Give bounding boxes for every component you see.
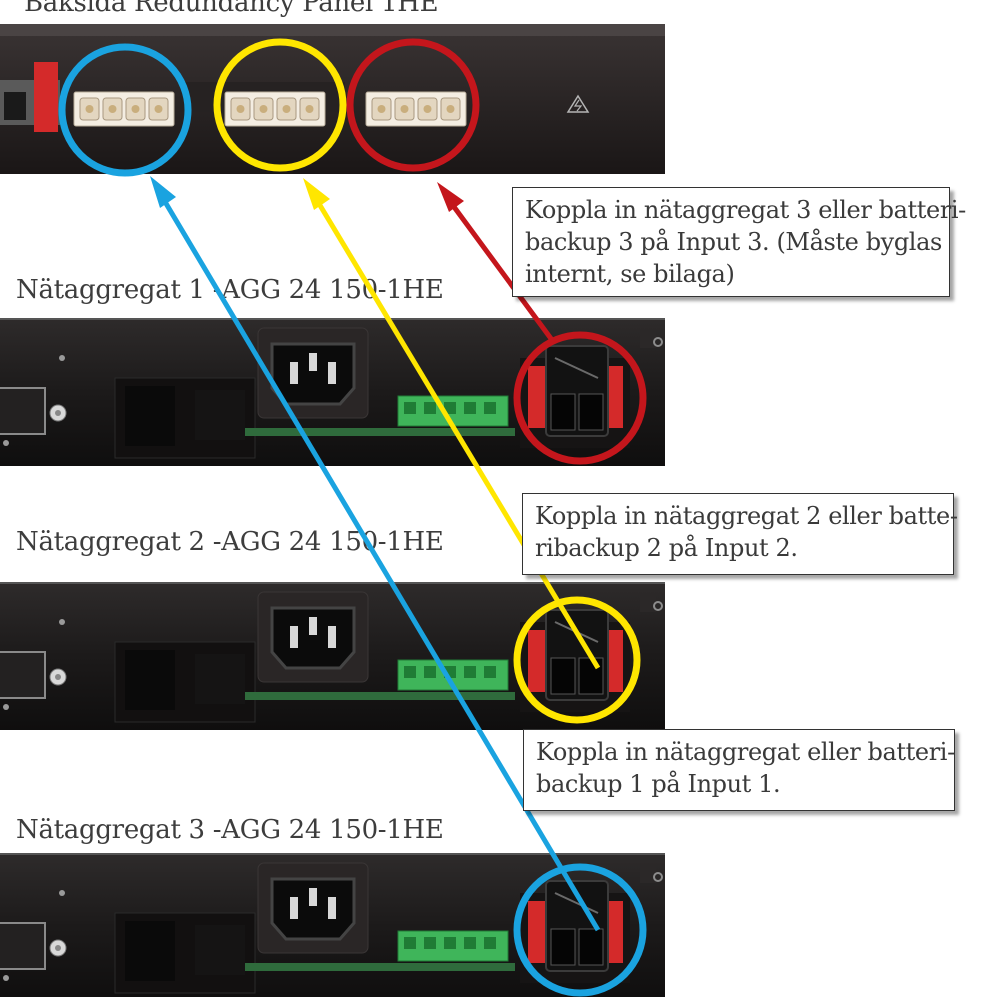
input2-wire xyxy=(309,190,601,670)
psu3-output-circle xyxy=(513,863,647,997)
callout-input1-line: backup 1 på Input 1. xyxy=(536,770,781,798)
panel-input1-circle xyxy=(58,43,192,177)
input2-arrowhead xyxy=(303,178,330,210)
panel-title: Baksida Redundancy Panel 1HE xyxy=(24,0,439,18)
callout-input3-line: backup 3 på Input 3. (Måste byglas xyxy=(525,228,942,256)
psu2-output-circle xyxy=(513,596,641,724)
redundancy-panel-image xyxy=(0,24,665,174)
callout-input1: Koppla in nätaggregat eller batteri- bac… xyxy=(523,729,955,811)
panel-red-terminal xyxy=(34,62,58,132)
input3-wire xyxy=(443,194,555,342)
molex-connector-icon xyxy=(224,91,326,127)
callout-input2: Koppla in nätaggregat 2 eller batte- rib… xyxy=(522,493,958,575)
panel-input3-circle xyxy=(346,38,480,172)
psu3-title: Nätaggregat 3 -AGG 24 150-1HE xyxy=(16,815,444,845)
molex-connector-icon xyxy=(365,91,467,127)
callout-input3: Koppla in nätaggregat 3 eller batteri- b… xyxy=(512,187,966,297)
psu1-output-circle xyxy=(513,331,647,465)
callout-input3-line: Koppla in nätaggregat 3 eller batteri- xyxy=(525,196,966,224)
callout-input2-line: Koppla in nätaggregat 2 eller batte- xyxy=(535,502,958,530)
panel-input2-circle xyxy=(213,38,347,172)
input1-arrowhead xyxy=(150,176,176,208)
callout-input3-line: internt, se bilaga) xyxy=(525,260,735,288)
callout-input2-line: ribackup 2 på Input 2. xyxy=(535,534,798,562)
callout-input1-line: Koppla in nätaggregat eller batteri- xyxy=(536,738,955,766)
molex-connector-icon xyxy=(73,91,175,127)
warning-bolt-icon xyxy=(566,94,590,113)
input3-arrowhead xyxy=(437,182,464,212)
